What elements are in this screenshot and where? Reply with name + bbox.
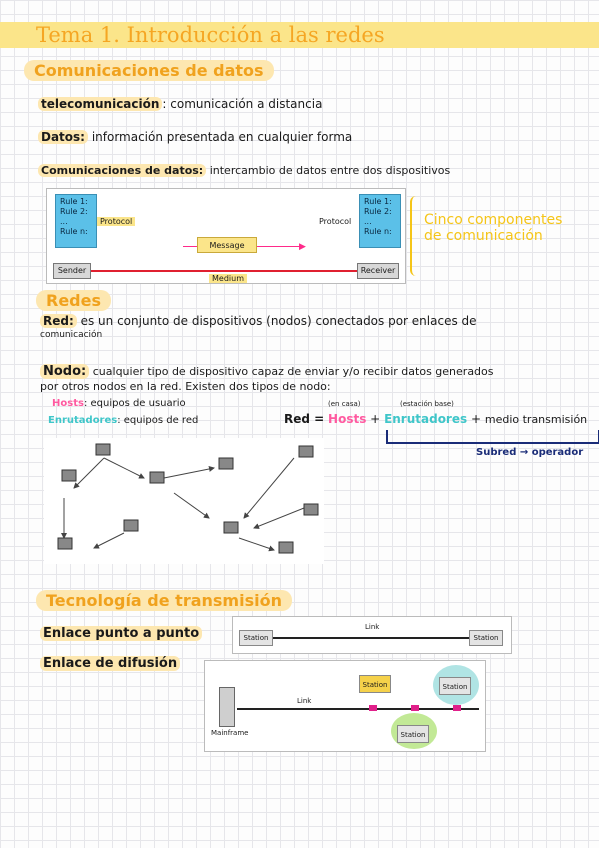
broadcast-label: Enlace de difusión <box>40 656 181 671</box>
rules-box-left: Rule 1: Rule 2: ... Rule n: <box>55 194 97 248</box>
broadcast-diagram: Mainframe Link Station Station Station <box>204 660 486 752</box>
network-illustration <box>44 438 324 564</box>
message-box: Message <box>197 237 257 253</box>
section-heading-comunicaciones: Comunicaciones de datos <box>24 60 274 81</box>
p2p-label: Enlace punto a punto <box>40 626 203 641</box>
protocol-label-right: Protocol <box>319 217 352 226</box>
tap-icon-2 <box>411 705 419 711</box>
p2p-station-left: Station <box>239 630 273 646</box>
def-enrutadores: : equipos de red <box>117 415 199 426</box>
def-datos: información presentada en cualquier form… <box>91 130 353 144</box>
section-heading-tecnologia: Tecnología de transmisión <box>36 590 292 611</box>
formula-medio: medio transmisión <box>484 413 588 426</box>
definition-datos: Datos: información presentada en cualqui… <box>38 130 352 144</box>
def-nodo-continued: por otros nodos en la red. Existen dos t… <box>40 380 331 393</box>
brace-icon <box>410 196 418 276</box>
note-estacion-base: (estación base) <box>400 400 454 408</box>
def-nodo: cualquier tipo de dispositivo capaz de e… <box>92 365 494 378</box>
term-difusion: Enlace de difusión <box>40 656 181 671</box>
five-components-note: Cinco componentes de comunicación <box>424 212 563 244</box>
rules-box-right: Rule 1: Rule 2: ... Rule n: <box>359 194 401 248</box>
formula-plus-2: + <box>470 412 482 426</box>
term-comunicaciones: Comunicaciones de datos: <box>38 164 207 177</box>
term-punto-a-punto: Enlace punto a punto <box>40 626 203 641</box>
protocol-label-left: Protocol <box>97 217 136 226</box>
term-hosts: Hosts <box>52 398 84 409</box>
arrow-right-icon: ▶ <box>299 242 306 252</box>
formula-red: Red = <box>284 412 325 426</box>
def-red-continued: comunicación <box>40 330 103 340</box>
subred-note: Subred → operador <box>476 447 584 458</box>
def-telecomunicacion: : comunicación a distancia <box>162 97 323 111</box>
broadcast-station-1: Station <box>359 675 391 693</box>
term-nodo: Nodo: <box>40 364 90 379</box>
network-illustration-svg <box>57 443 319 554</box>
tap-icon-1 <box>369 705 377 711</box>
p2p-station-right: Station <box>469 630 503 646</box>
page-title: Tema 1. Introducción a las redes <box>0 22 599 48</box>
def-comunicaciones: intercambio de datos entre dos dispositi… <box>209 164 451 177</box>
note-en-casa: (en casa) <box>328 400 361 408</box>
term-datos: Datos: <box>38 130 88 144</box>
network-formula: Red = Hosts + Enrutadores + medio transm… <box>284 412 587 426</box>
term-enrutadores: Enrutadores <box>48 415 118 426</box>
broadcast-link-label: Link <box>297 697 312 705</box>
medium-line <box>91 270 357 272</box>
def-red: es un conjunto de dispositivos (nodos) c… <box>80 314 477 328</box>
definition-enrutadores: Enrutadores: equipos de red <box>48 415 198 426</box>
communication-diagram: Rule 1: Rule 2: ... Rule n: Protocol Pro… <box>46 188 406 284</box>
term-red: Red: <box>40 314 77 328</box>
p2p-link-line <box>273 637 469 639</box>
mainframe-label: Mainframe <box>211 729 249 737</box>
definition-red: Red: es un conjunto de dispositivos (nod… <box>40 314 477 328</box>
definition-hosts: Hosts: equipos de usuario <box>52 398 186 409</box>
sender-device: Sender <box>53 263 91 279</box>
broadcast-link-line <box>237 708 479 710</box>
p2p-link-label: Link <box>365 623 380 631</box>
formula-enrutadores: Enrutadores <box>384 412 468 426</box>
definition-nodo: Nodo: cualquier tipo de dispositivo capa… <box>40 364 494 379</box>
p2p-diagram: Station Station Link <box>232 616 512 654</box>
subred-bracket <box>386 430 599 444</box>
formula-plus-1: + <box>370 412 381 426</box>
formula-hosts: Hosts <box>328 412 367 426</box>
def-hosts: : equipos de usuario <box>83 398 186 409</box>
receiver-device: Receiver <box>357 263 399 279</box>
definition-comunicaciones: Comunicaciones de datos: intercambio de … <box>38 164 450 177</box>
term-telecomunicacion: telecomunicación <box>38 97 163 111</box>
broadcast-station-3: Station <box>397 725 429 743</box>
mainframe-icon <box>219 687 235 727</box>
medium-label: Medium <box>209 274 247 283</box>
definition-telecomunicacion: telecomunicación: comunicación a distanc… <box>38 97 322 111</box>
tap-icon-3 <box>453 705 461 711</box>
section-heading-redes: Redes <box>36 290 111 311</box>
broadcast-station-2: Station <box>439 677 471 695</box>
